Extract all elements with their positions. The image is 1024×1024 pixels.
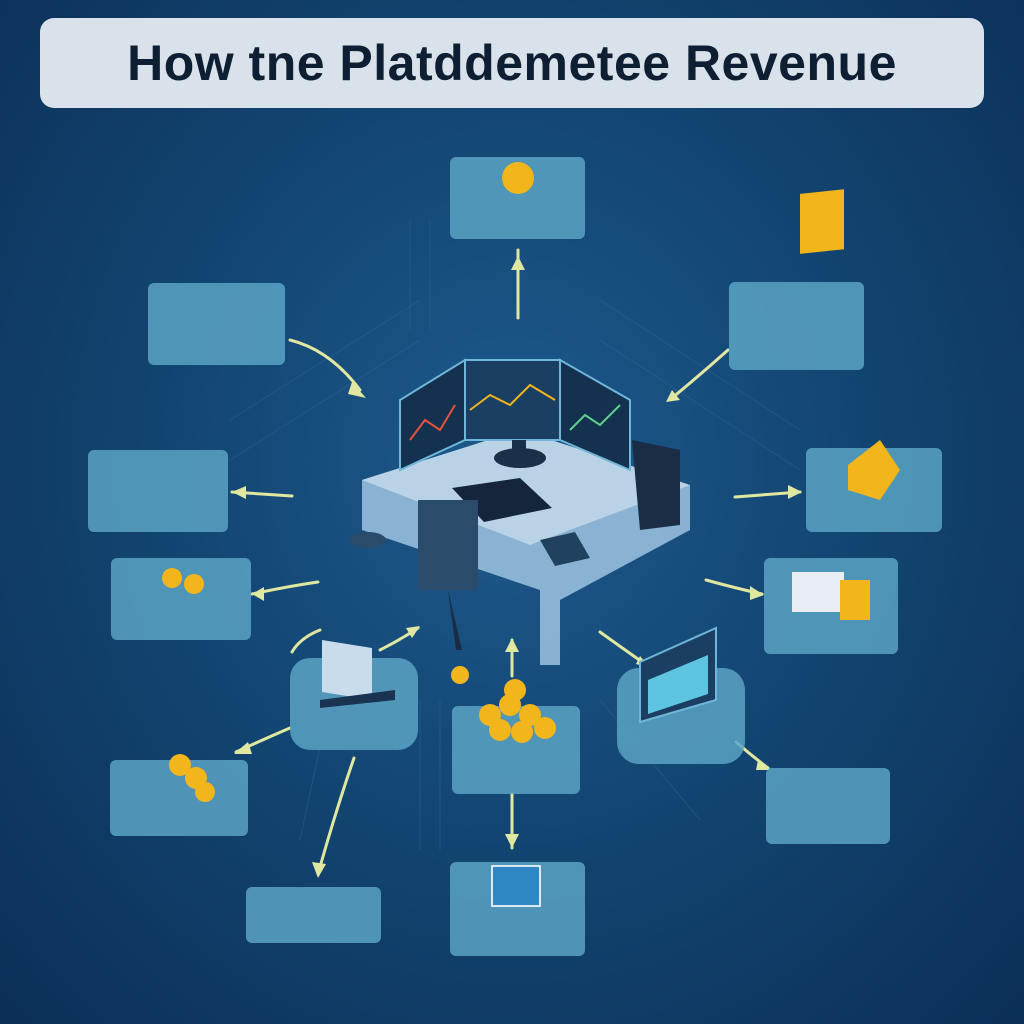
chart-icon: [491, 865, 541, 907]
cash-stack-gold: [840, 580, 870, 620]
diagram-title: How tne Platddemetee Revenue: [127, 35, 897, 91]
arrowhead-upper-right: [666, 390, 680, 402]
arrowhead-far-bottom-left: [312, 862, 326, 878]
node-mid-left-box: [88, 450, 228, 532]
coin-pile-icon: [479, 679, 556, 743]
arrowhead-bottom-left: [234, 742, 252, 754]
node-monitor-left: [290, 640, 418, 750]
node-bottom-center-box: [450, 862, 585, 956]
node-bottom-left: [110, 754, 248, 836]
monitor-icon: [322, 640, 372, 700]
coin-stack-icon: [169, 754, 215, 802]
arrowhead-bottom-center: [505, 834, 519, 848]
arrow-upper-right: [670, 348, 730, 400]
connector-arrows: [230, 248, 802, 878]
node-coins-center: [452, 679, 580, 794]
title-bar: How tne Platddemetee Revenue: [40, 18, 984, 108]
node-monitor-right: [617, 626, 745, 764]
node-top-box: [450, 157, 585, 239]
coin-icon: [502, 162, 534, 194]
arrowhead-upper-left: [348, 382, 366, 398]
arrowhead-mid-right: [788, 485, 802, 499]
node-lower-left: [111, 558, 251, 640]
node-bottom-right-box: [766, 768, 890, 844]
coin-stack-icon: [162, 568, 182, 588]
node-lower-right: [764, 558, 898, 654]
node-bottom-right: [766, 768, 890, 844]
arrowhead-lower-right: [750, 586, 764, 600]
gold-bar-icon: [848, 440, 900, 500]
node-upper-right: [729, 189, 864, 370]
trading-desk-icon: [350, 358, 690, 684]
arrowhead-center-up: [505, 638, 519, 652]
arrowhead-lower-left: [252, 587, 264, 601]
arrowhead-mid-left: [232, 486, 246, 499]
node-far-bottom-left: [246, 887, 381, 943]
node-mid-left: [88, 450, 228, 532]
node-upper-right-box: [729, 282, 864, 370]
node-bottom-center: [450, 862, 585, 956]
node-coins-center-box: [452, 706, 580, 794]
arrow-far-bottom-left: [316, 756, 356, 876]
arrowhead-monitor-left: [406, 626, 420, 638]
arrowhead-top: [511, 256, 525, 270]
arrowhead-bottom-right: [756, 760, 770, 770]
coin-stack-icon-b: [184, 574, 204, 594]
gold-bar-icon: [800, 189, 844, 254]
arrow-monitor-left-a: [290, 628, 322, 654]
cash-stack-icon: [792, 572, 844, 612]
node-upper-left-box: [148, 283, 285, 365]
arrow-upper-left: [288, 338, 362, 392]
node-top: [450, 157, 585, 239]
node-lower-left-box: [111, 558, 251, 640]
node-far-bottom-left-box: [246, 887, 381, 943]
node-bottom-left-box: [110, 760, 248, 836]
node-mid-right: [806, 440, 942, 532]
node-upper-left: [148, 283, 285, 365]
